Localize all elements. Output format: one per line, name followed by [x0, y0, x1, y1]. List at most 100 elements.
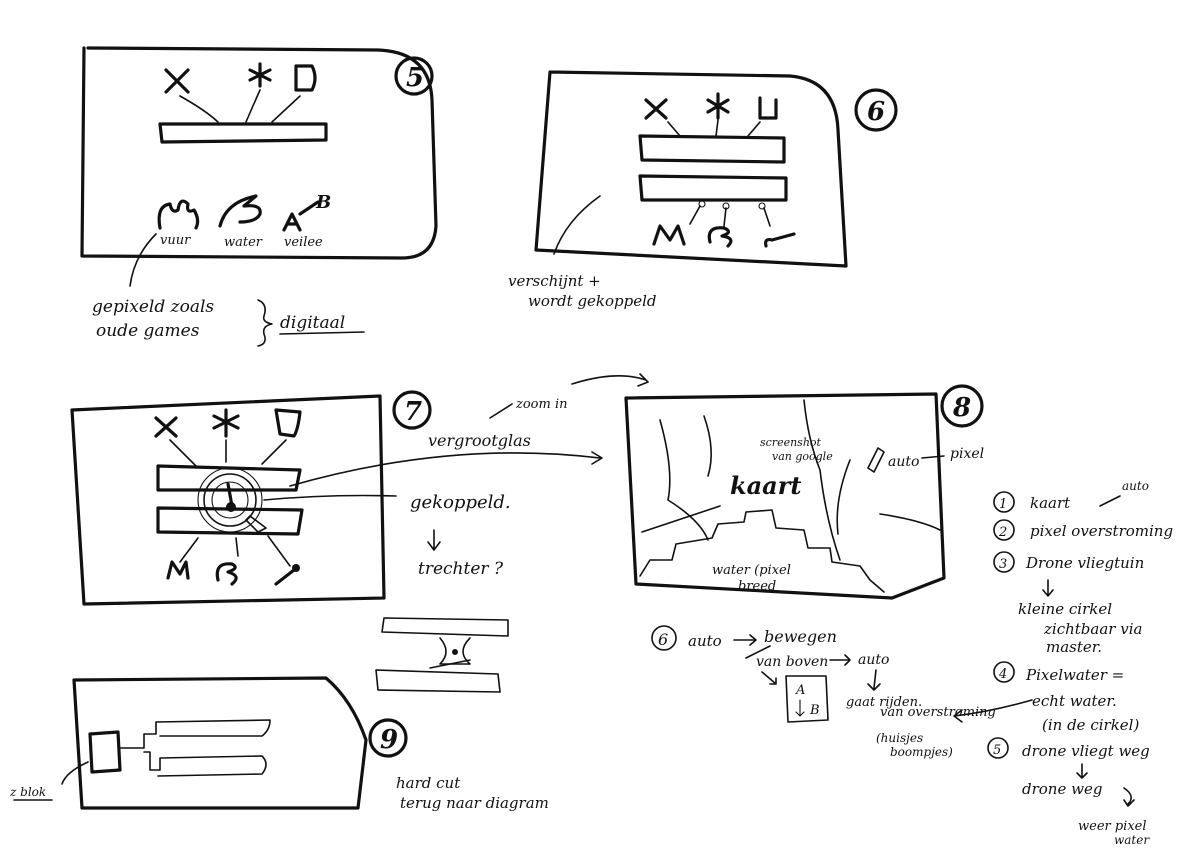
pixel-label: pixel	[950, 446, 984, 462]
m-icon	[166, 560, 190, 580]
flow-number: 6	[658, 630, 668, 649]
d-icon	[294, 64, 317, 92]
m-icon	[652, 224, 686, 246]
label-weather: veilee	[284, 235, 323, 250]
panel-7: 7 vergrootglas zoom in gekoppeld. trecht…	[70, 373, 649, 693]
water-icon	[218, 194, 262, 228]
panel-number-circle	[940, 384, 984, 428]
flow-6: 6 auto bewegen van boven auto A B gaat r…	[651, 625, 996, 759]
circle-line-3: master.	[1046, 638, 1102, 656]
note-right: digitaal	[280, 313, 345, 333]
timeline-bar-bottom	[156, 506, 304, 536]
d-icon	[758, 96, 778, 120]
b-icon	[707, 226, 733, 248]
flow-a: A	[795, 683, 805, 698]
screenshot-line-1: screenshot	[760, 436, 822, 449]
cut-line-2: terug naar diagram	[400, 794, 549, 812]
label-fire: vuur	[160, 233, 191, 248]
pixel-water-line-1: weer pixel	[1078, 819, 1147, 834]
drone-gone: drone weg	[1022, 780, 1102, 798]
circle-line-2: zichtbaar via	[1043, 620, 1142, 638]
key-icon	[764, 232, 796, 248]
close-icon	[154, 416, 178, 438]
panel-number: 8	[952, 393, 971, 423]
list-auto: auto	[1122, 479, 1149, 493]
list-text: Drone vliegtuin	[1025, 554, 1144, 572]
list-item: 3 Drone vliegtuin kleine cirkel zichtbaa…	[993, 551, 1144, 656]
fire-icon	[157, 199, 200, 230]
weather-icon	[282, 200, 320, 232]
panel-number-circle	[854, 88, 898, 132]
list-number: 5	[993, 743, 1001, 758]
list-item: 2 pixel overstroming	[993, 519, 1173, 541]
panel-number: 6	[867, 97, 885, 127]
magnifier-icon	[203, 473, 257, 527]
note-line-1: verschijnt +	[508, 272, 601, 290]
label-water: water	[224, 235, 263, 250]
timeline-bar-top	[638, 134, 786, 164]
list-text: Pixelwater =	[1025, 666, 1124, 684]
list-text: pixel overstroming	[1030, 522, 1173, 540]
flow-trees-2: boompjes)	[890, 745, 953, 759]
panel-number-circle	[392, 390, 432, 430]
list-text: drone vliegt weg	[1022, 742, 1150, 760]
note-line-1: gepixeld zoals	[92, 297, 214, 317]
panel-number-circle	[368, 718, 408, 758]
flow-car2: auto	[858, 652, 889, 668]
cut-line-1: hard cut	[396, 774, 461, 792]
list-number: 2	[998, 525, 1007, 540]
pixel-water-line-2: water	[1114, 833, 1150, 847]
timeline-bar-bottom	[638, 174, 788, 202]
funnel-label: trechter ?	[418, 559, 504, 579]
asterisk-icon	[706, 92, 730, 120]
list-item: 4 Pixelwater = echt water. (in de cirkel…	[953, 661, 1139, 734]
flow-b: B	[809, 703, 820, 718]
block-icon	[88, 730, 122, 774]
panel-number: 9	[380, 725, 398, 755]
panel-9: 9 z blok hard cut terug naar diagram	[9, 676, 549, 812]
note-line-2: wordt gekoppeld	[528, 292, 657, 310]
asterisk-icon	[248, 62, 272, 88]
steps-list: 1 kaart auto 2 pixel overstroming 3 Dron…	[953, 479, 1173, 847]
list-number: 3	[999, 557, 1007, 572]
map-label: kaart	[730, 471, 801, 500]
timeline-bar	[158, 122, 328, 144]
zoom-label: zoom in	[515, 397, 568, 412]
flow-drive: gaat rijden.	[846, 695, 922, 710]
list-number: 1	[999, 497, 1007, 512]
d-icon	[274, 408, 302, 438]
list-item: 1 kaart auto	[993, 479, 1149, 513]
panel-8: 8 screenshot van google kaart auto pixel…	[624, 384, 984, 600]
flow-move: bewegen	[764, 627, 837, 646]
label-b: B	[315, 192, 331, 213]
flow-flood: van overstroming	[880, 705, 996, 720]
water-line-2: breed	[738, 579, 776, 594]
flow-above: van boven	[756, 654, 828, 670]
real-water-line-1: echt water.	[1032, 692, 1117, 710]
flow-trees-1: (huisjes	[876, 731, 923, 745]
magnifier-label: vergrootglas	[428, 431, 531, 450]
panel-5: 5 B vuur water veilee gepixeld zoals oud…	[80, 46, 438, 347]
asterisk-icon	[212, 408, 240, 438]
list-text: kaart	[1030, 494, 1071, 512]
circle-line-1: kleine cirkel	[1018, 600, 1112, 618]
car-label: auto	[888, 454, 919, 470]
coupled-label: gekoppeld.	[410, 492, 511, 513]
close-icon	[644, 98, 668, 120]
panel-6: 6 verschijnt + wordt gekoppeld	[508, 70, 898, 310]
close-icon	[164, 68, 190, 94]
timeline-bar-top	[156, 464, 302, 492]
screenshot-line-2: van google	[772, 450, 833, 463]
b-icon	[215, 562, 238, 586]
water-line-1: water (pixel	[712, 563, 791, 578]
car-icon	[867, 447, 885, 473]
list-item: 5 drone vliegt weg drone weg weer pixel …	[987, 737, 1150, 847]
block-label: z blok	[9, 785, 46, 799]
panel-number: 5	[406, 63, 424, 93]
list-number: 4	[998, 667, 1007, 682]
panel-number: 7	[404, 397, 422, 427]
panel-number-circle	[394, 56, 434, 96]
flow-car: auto	[688, 632, 722, 650]
key-icon	[274, 568, 296, 586]
